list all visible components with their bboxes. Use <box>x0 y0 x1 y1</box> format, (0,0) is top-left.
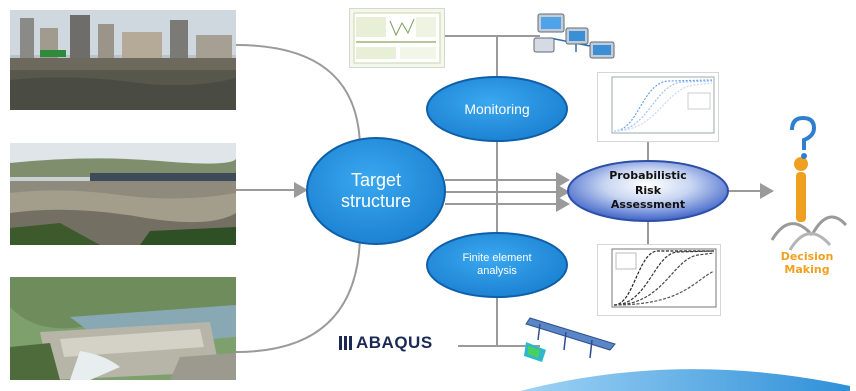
river-dam-photo <box>10 143 236 245</box>
connector-dam-to-target <box>235 231 361 353</box>
pra-label: Probabilistic Risk Assessment <box>580 166 716 216</box>
decision-label-line2: Making <box>784 263 830 277</box>
target-structure-label: Target structure <box>340 170 412 211</box>
decision-label-line1: Decision <box>780 250 834 263</box>
fragility-curves-chart <box>597 72 719 142</box>
pra-label-line2: Risk <box>634 183 662 197</box>
pra-label-line1: Probabilistic <box>609 168 687 182</box>
monitoring-ellipse <box>426 76 568 142</box>
target-structure-ellipse <box>306 137 446 245</box>
abaqus-logo-mark <box>339 336 352 350</box>
probability-curves-chart <box>597 244 721 316</box>
dam-spillway-photo <box>10 277 236 380</box>
fea-ellipse <box>426 232 568 298</box>
flood-city-photo <box>10 10 236 110</box>
pra-label-line3: Assessment <box>610 198 686 212</box>
monitoring-label: Monitoring <box>464 100 530 117</box>
decision-figure-icon <box>770 115 848 251</box>
decorative-blue-arc <box>520 369 850 391</box>
decision-making-label: Decision Making <box>762 250 852 276</box>
fe-model-image <box>520 310 620 366</box>
network-computers-icon <box>530 8 622 68</box>
pra-ellipse <box>567 160 729 222</box>
monitoring-software-screenshot <box>349 8 445 68</box>
abaqus-logo-text: ABAQUS <box>356 333 433 352</box>
connector-flood-to-target <box>235 44 361 151</box>
fea-label: Finite element analysis <box>462 252 532 277</box>
